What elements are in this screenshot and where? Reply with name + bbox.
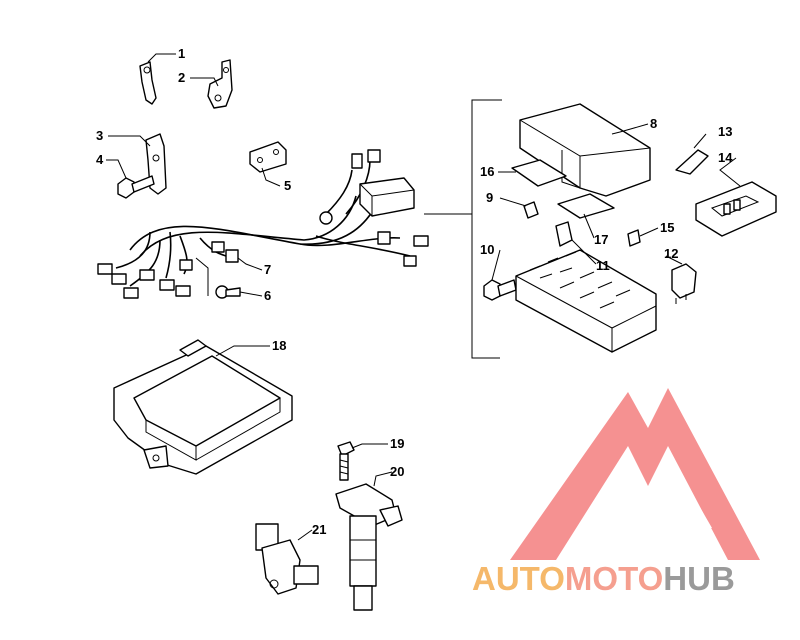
screw-part-6 [215, 285, 241, 299]
relay-part-11 [555, 221, 573, 247]
callout-7: 7 [264, 262, 271, 277]
watermark-logo [510, 388, 760, 560]
callout-11: 11 [596, 258, 610, 273]
callout-6: 6 [264, 288, 271, 303]
bracket-part-1 [139, 61, 157, 105]
watermark-text-hub: HUB [663, 560, 735, 597]
bracket-part-2 [207, 59, 233, 109]
callout-19: 19 [390, 436, 404, 451]
fuse-box-body [515, 249, 657, 353]
callout-20: 20 [390, 464, 404, 479]
callout-17: 17 [594, 232, 608, 247]
callout-numbers: 1 2 3 4 5 6 7 8 9 10 11 12 13 14 15 16 1… [96, 46, 733, 537]
callout-12: 12 [664, 246, 678, 261]
label-part-17 [557, 193, 615, 219]
callout-18: 18 [272, 338, 286, 353]
callout-14: 14 [718, 150, 733, 165]
fuse-box-cover-part-8 [519, 103, 651, 197]
wiring-harness-part-7 [97, 149, 429, 299]
bolt-part-19 [337, 441, 355, 481]
watermark-text: AUTOMOTOHUB [472, 560, 735, 597]
watermark-text-moto: MOTO [565, 560, 663, 597]
fuse-part-9 [523, 201, 539, 219]
callout-5: 5 [284, 178, 291, 193]
callout-8: 8 [650, 116, 657, 131]
callout-1: 1 [178, 46, 185, 61]
control-module-part-18 [113, 339, 293, 475]
bolt-part-10 [483, 279, 517, 301]
callout-21: 21 [312, 522, 326, 537]
callout-10: 10 [480, 242, 494, 257]
callout-2: 2 [178, 70, 185, 85]
relay-part-12 [671, 263, 697, 304]
callout-13: 13 [718, 124, 732, 139]
sensor-part-21 [255, 523, 319, 595]
callout-3: 3 [96, 128, 103, 143]
watermark-text-auto: AUTO [472, 560, 565, 597]
ignition-coil-part-20 [335, 483, 403, 611]
label-part-16 [511, 159, 567, 187]
bolt-part-4 [117, 175, 155, 199]
callout-9: 9 [486, 190, 493, 205]
callout-15: 15 [660, 220, 674, 235]
leader-lines [106, 53, 741, 541]
callout-4: 4 [96, 152, 104, 167]
plate-part-5 [249, 141, 287, 173]
callout-16: 16 [480, 164, 494, 179]
fuse-puller-part-13 [675, 149, 709, 175]
fuse-part-15 [627, 229, 641, 247]
group-bracket [424, 99, 502, 359]
fuse-holder-part-14 [695, 181, 777, 237]
